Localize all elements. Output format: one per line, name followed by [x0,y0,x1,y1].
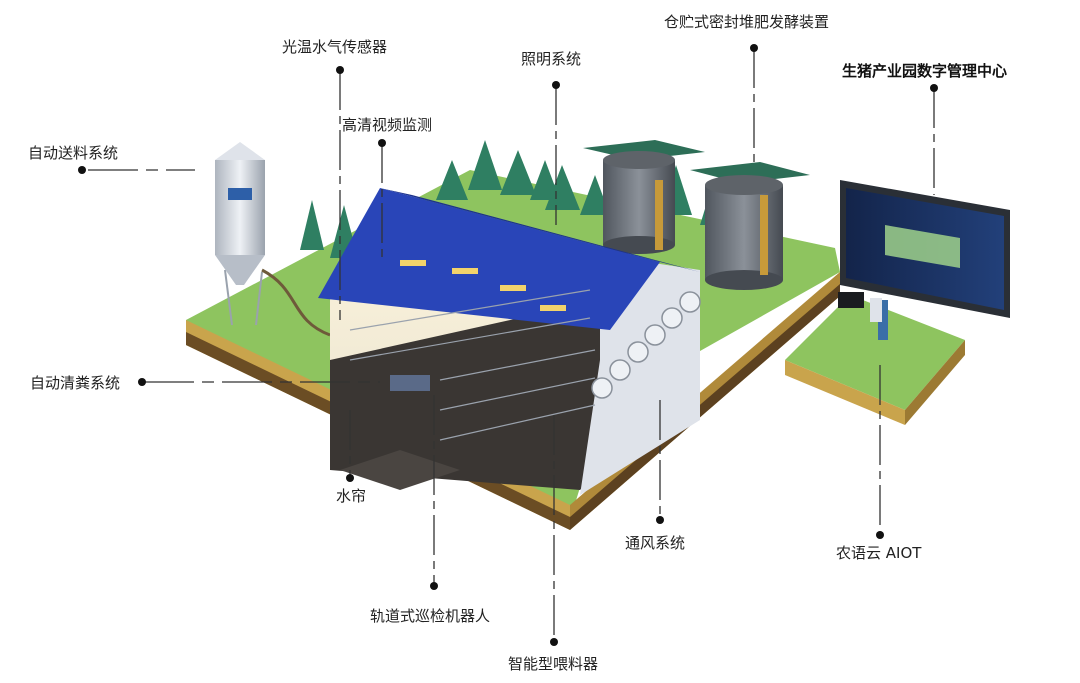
mgmt-screen [838,180,1010,340]
dot-smart-feeder [550,638,558,646]
label-hd-video: 高清视频监测 [342,116,433,134]
label-env-sensor: 光温水气传感器 [282,38,388,56]
dot-feeding [78,166,86,174]
dot-env-sensor [336,66,344,74]
dot-aiot [876,531,884,539]
dot-ventilation [656,516,664,524]
dot-manure [138,378,146,386]
dot-rail-robot [430,582,438,590]
pig-barn [318,188,701,495]
label-lighting: 照明系统 [521,50,582,68]
label-feeding-system: 自动送料系统 [28,144,119,162]
dot-hd-video [378,139,386,147]
dot-water-curtain [346,474,354,482]
label-aiot-cloud: 农语云 AIOT [836,544,922,562]
ground-side-plate [785,295,965,425]
label-mgmt-center: 生猪产业园数字管理中心 [842,62,1008,80]
dot-mgmt-center [930,84,938,92]
dot-lighting [552,81,560,89]
label-fermenter: 仓贮式密封堆肥发酵装置 [664,13,830,31]
dot-fermenter [750,44,758,52]
label-manure-cleaning: 自动清粪系统 [30,374,121,392]
label-rail-robot: 轨道式巡检机器人 [370,607,491,625]
label-smart-feeder: 智能型喂料器 [508,655,599,673]
feed-silo [215,142,331,337]
label-water-curtain: 水帘 [336,487,367,505]
fermentation-tanks [583,140,810,290]
label-ventilation: 通风系统 [625,534,686,552]
